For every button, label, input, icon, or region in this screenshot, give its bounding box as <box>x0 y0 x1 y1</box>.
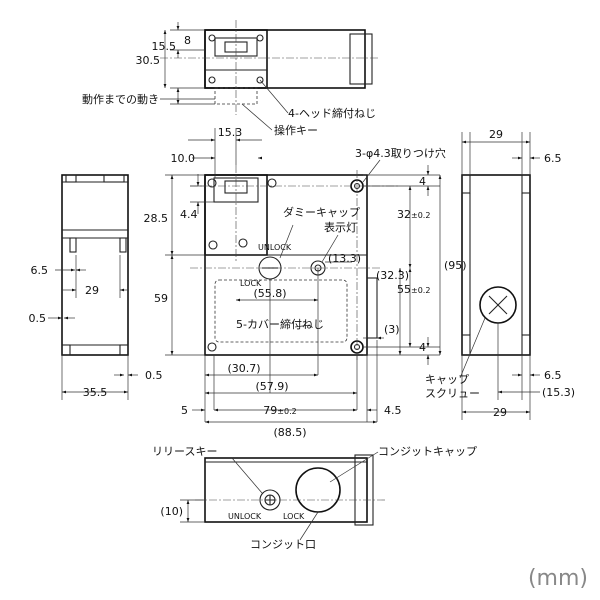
unit-label: (mm) <box>528 566 588 591</box>
dim-32-value: 32 <box>397 208 411 221</box>
dim-55: 55±0.2 <box>397 283 430 296</box>
dim-0-5-bottom: 0.5 <box>145 369 163 382</box>
dim-6-5-right-bottom: 6.5 <box>544 369 562 382</box>
dim-59: 59 <box>154 292 168 305</box>
dim-10-bottom: (10) <box>160 505 183 518</box>
label-mount-holes: 3-φ4.3取りつけ穴 <box>355 146 446 160</box>
dim-28-5: 28.5 <box>144 212 169 225</box>
dim-30-5: 30.5 <box>136 54 161 67</box>
left-side-view <box>61 174 129 356</box>
dim-13-3: (13.3) <box>328 252 361 265</box>
label-cap-screw-line2: スクリュー <box>425 387 480 400</box>
dim-79: 79±0.2 <box>263 404 296 417</box>
dim-32-tolerance: ±0.2 <box>411 211 430 220</box>
dim-8: 8 <box>184 34 191 47</box>
label-release-key: リリースキー <box>152 445 217 458</box>
dim-35-5: 35.5 <box>83 386 108 399</box>
dim-29-right-bottom: 29 <box>493 406 507 419</box>
front-view-dimensions <box>165 128 442 424</box>
dim-5: 5 <box>181 404 188 417</box>
dim-10-0: 10.0 <box>171 152 196 165</box>
dim-55-tolerance: ±0.2 <box>411 286 430 295</box>
label-conduit-cap: コンジットキャップ <box>378 445 477 458</box>
dim-15-3: 15.3 <box>218 126 243 139</box>
label-cap-screw-line1: キャップ <box>425 373 469 386</box>
dim-32: 32±0.2 <box>397 208 430 221</box>
dim-15-5: 15.5 <box>152 40 177 53</box>
label-indicator: 表示灯 <box>324 220 357 234</box>
label-cover-screws: 5-カバー締付ねじ <box>236 317 324 331</box>
dim-30-7: (30.7) <box>227 362 260 375</box>
top-view <box>160 20 380 115</box>
right-side-view <box>461 174 531 356</box>
label-conduit-port: コンジット口 <box>250 538 316 551</box>
label-motion-to-operate: 動作までの動き <box>82 92 159 106</box>
dim-0-5-left: 0.5 <box>29 312 47 325</box>
right-side-view-dimensions <box>459 132 540 420</box>
dim-32-3: (32.3) <box>376 269 409 282</box>
label-lock: LOCK <box>240 279 262 288</box>
front-view <box>190 165 400 362</box>
dim-79-value: 79 <box>263 404 277 417</box>
dim-4-4: 4.4 <box>180 208 198 221</box>
dim-55-value: 55 <box>397 283 411 296</box>
label-unlock-bottom: UNLOCK <box>228 512 262 521</box>
dim-15-3-right: (15.3) <box>542 386 575 399</box>
bottom-view-dimensions <box>180 451 379 541</box>
dim-79-tolerance: ±0.2 <box>277 407 296 416</box>
dim-6-5-left: 6.5 <box>31 264 49 277</box>
dim-4-bottom: 4 <box>419 341 426 354</box>
top-view-dimensions <box>160 22 289 131</box>
dim-4-top: 4 <box>419 175 426 188</box>
label-head-screws: 4-ヘッド締付ねじ <box>288 106 376 120</box>
label-dummy-cap: ダミーキャップ <box>283 205 360 219</box>
dim-29-left: 29 <box>85 284 99 297</box>
label-operation-key: 操作キー <box>274 123 318 137</box>
label-lock-bottom: LOCK <box>283 512 305 521</box>
dim-55-8: (55.8) <box>253 287 286 300</box>
dim-95: (95) <box>444 259 467 272</box>
label-unlock: UNLOCK <box>258 243 292 252</box>
dim-88-5: (88.5) <box>273 426 306 439</box>
dim-57-9: (57.9) <box>255 380 288 393</box>
dim-29-right-top: 29 <box>489 128 503 141</box>
dim-4-5: 4.5 <box>384 404 402 417</box>
dim-3: (3) <box>384 323 400 336</box>
left-side-view-dimensions <box>48 255 138 400</box>
dim-6-5-right-top: 6.5 <box>544 152 562 165</box>
